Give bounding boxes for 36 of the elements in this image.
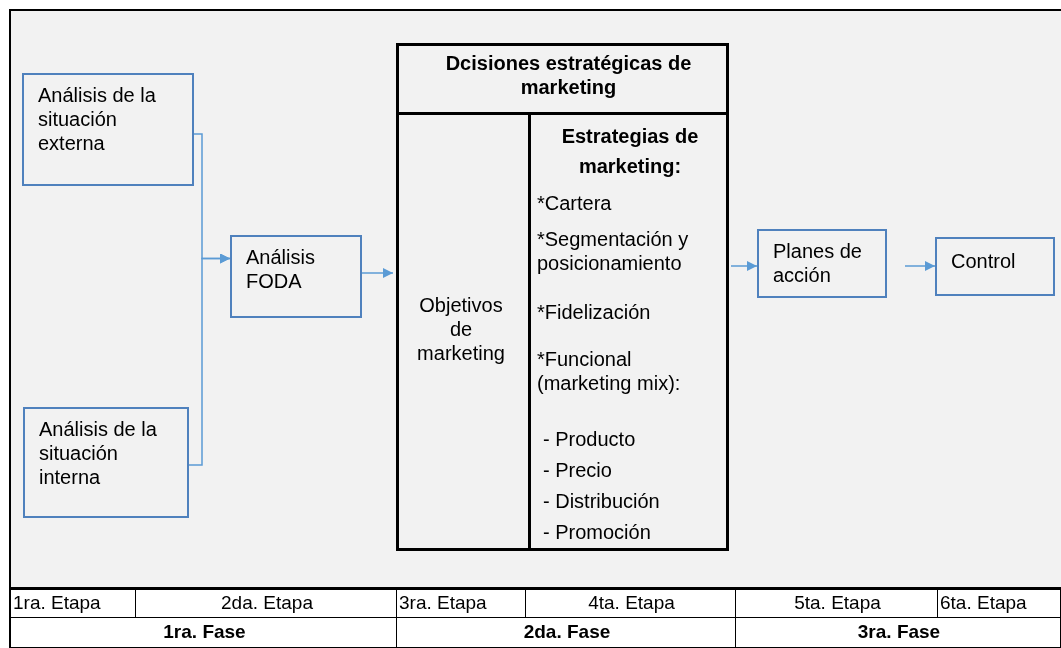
strategies-panel	[528, 112, 729, 551]
table-cell: 4ta. Etapa	[525, 587, 736, 618]
list-item: - Precio	[543, 458, 612, 482]
box-label: Objetivos de marketing	[416, 293, 506, 365]
list-item: *Fidelización	[537, 300, 651, 324]
process-box	[230, 235, 362, 318]
table-cell: 3ra. Etapa	[396, 587, 526, 618]
list-item: - Promoción	[543, 520, 651, 544]
table-cell: 3ra. Fase	[735, 617, 1061, 648]
table-cell: 6ta. Etapa	[937, 587, 1061, 618]
process-box	[935, 237, 1055, 296]
arrow	[904, 261, 936, 271]
arrow	[188, 253, 231, 466]
process-box	[757, 229, 887, 298]
list-item: - Producto	[543, 427, 636, 451]
box-label: Análisis de la situación externa	[38, 83, 157, 155]
table-cell: 1ra. Etapa	[10, 587, 136, 618]
list-item: *Funcional (marketing mix):	[537, 347, 682, 395]
table-cell: 2da. Fase	[396, 617, 736, 648]
arrow	[361, 268, 394, 278]
heading: Estrategias de marketing:	[560, 124, 700, 179]
decision-panel	[396, 43, 729, 551]
list-item: *Cartera	[537, 191, 612, 215]
table-cell: 2da. Etapa	[135, 587, 397, 618]
box-label: Análisis de la situación interna	[39, 417, 158, 489]
box-label: Análisis FODA	[246, 245, 316, 293]
process-box	[22, 73, 194, 186]
process-box	[23, 407, 189, 518]
box-label: Planes de acción	[773, 239, 863, 287]
heading: Dcisiones estratégicas de marketing	[444, 51, 693, 99]
box-label: Control	[951, 249, 1017, 273]
table-cell: 5ta. Etapa	[735, 587, 938, 618]
arrow	[730, 261, 758, 271]
table-cell: 1ra. Fase	[10, 617, 397, 648]
list-item: - Distribución	[543, 489, 660, 513]
list-item: *Segmentación y posicionamiento	[537, 227, 690, 275]
